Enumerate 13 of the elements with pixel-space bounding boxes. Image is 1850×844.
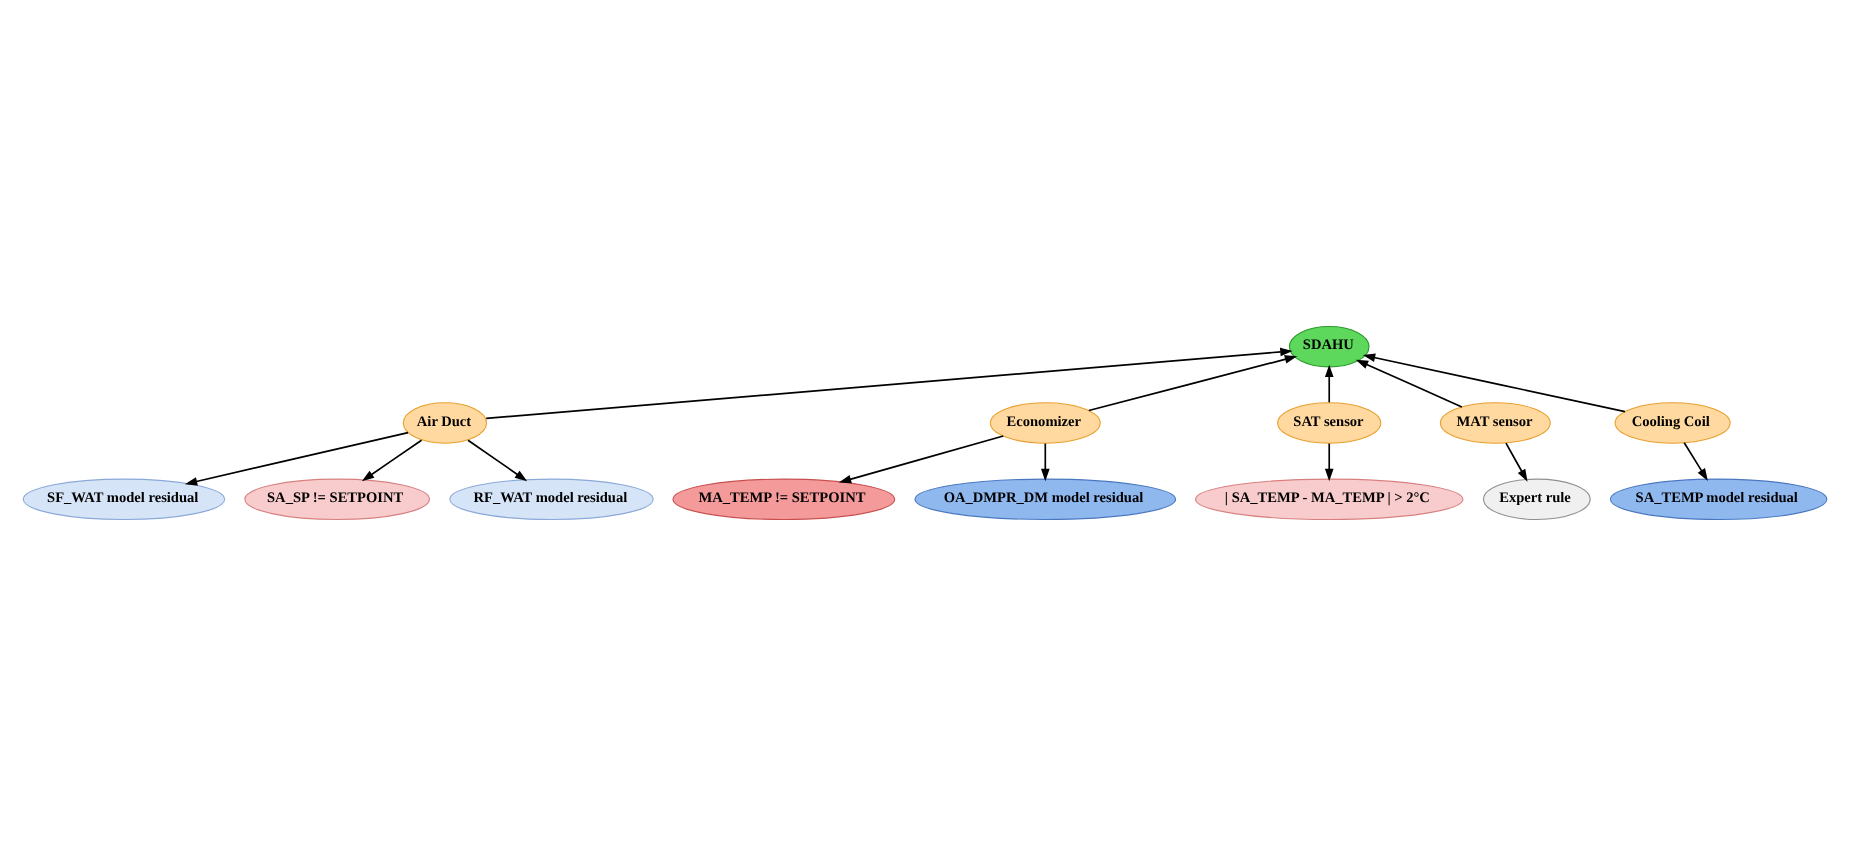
arrow xyxy=(485,346,1293,419)
arrow xyxy=(1324,441,1334,481)
arrow xyxy=(1683,440,1708,480)
arrow xyxy=(1505,441,1528,481)
arrow xyxy=(1088,354,1298,411)
arrow xyxy=(184,430,409,485)
arrow xyxy=(1362,352,1626,412)
arrow xyxy=(1324,363,1334,403)
arrow xyxy=(361,438,423,481)
arrow xyxy=(1355,358,1463,407)
arrow xyxy=(838,434,1005,483)
arrow xyxy=(1040,441,1050,481)
arrow xyxy=(467,438,528,481)
